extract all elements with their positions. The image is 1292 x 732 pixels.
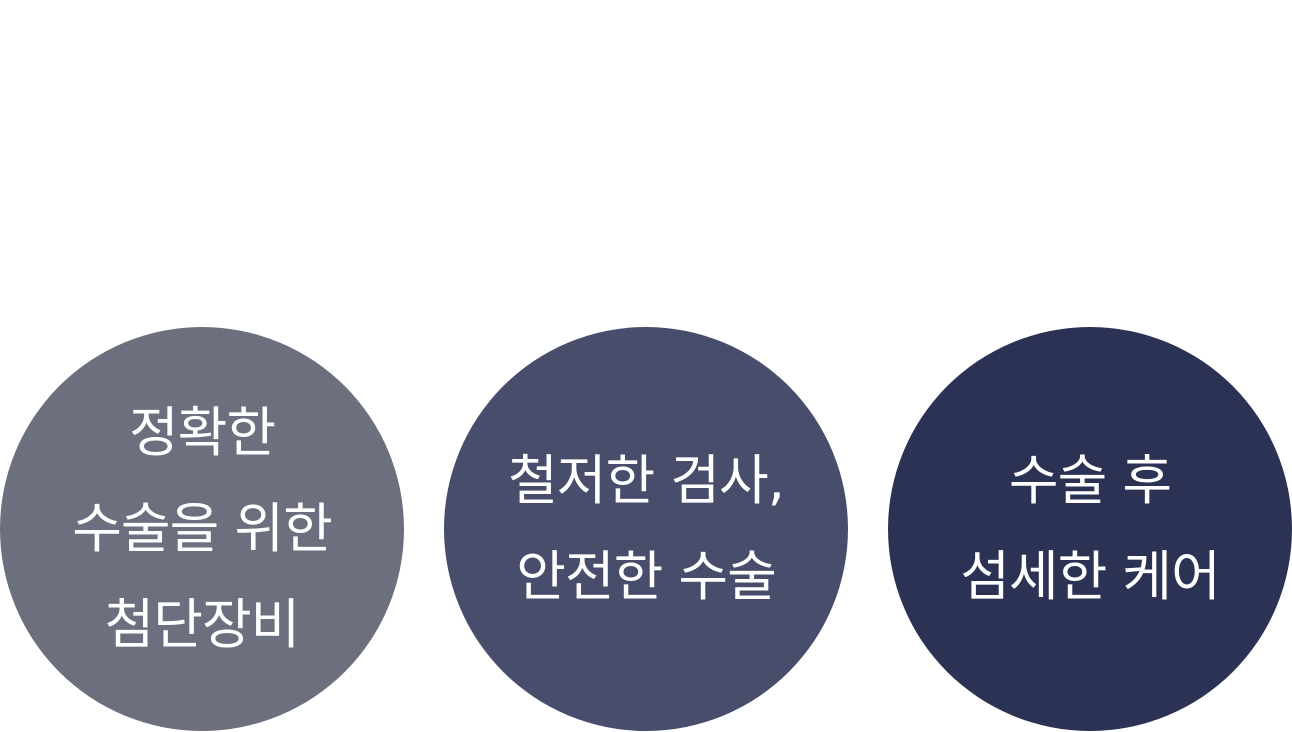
feature-circle-examination: 철저한 검사, 안전한 수술 [444, 327, 848, 731]
feature-line: 수술을 위한 [72, 497, 333, 560]
feature-circle-aftercare: 수술 후 섬세한 케어 [888, 327, 1292, 731]
feature-line: 섬세한 케어 [960, 545, 1221, 608]
feature-circles: 정확한 수술을 위한 첨단장비 철저한 검사, 안전한 수술 수술 후 섬세한 … [0, 327, 1292, 732]
feature-line: 첨단장비 [104, 593, 301, 656]
feature-line: 안전한 수술 [516, 545, 777, 608]
feature-line: 철저한 검사, [508, 449, 785, 512]
feature-line: 수술 후 [1008, 449, 1172, 512]
feature-circle-equipment: 정확한 수술을 위한 첨단장비 [0, 327, 404, 731]
feature-line: 정확한 [128, 401, 276, 464]
